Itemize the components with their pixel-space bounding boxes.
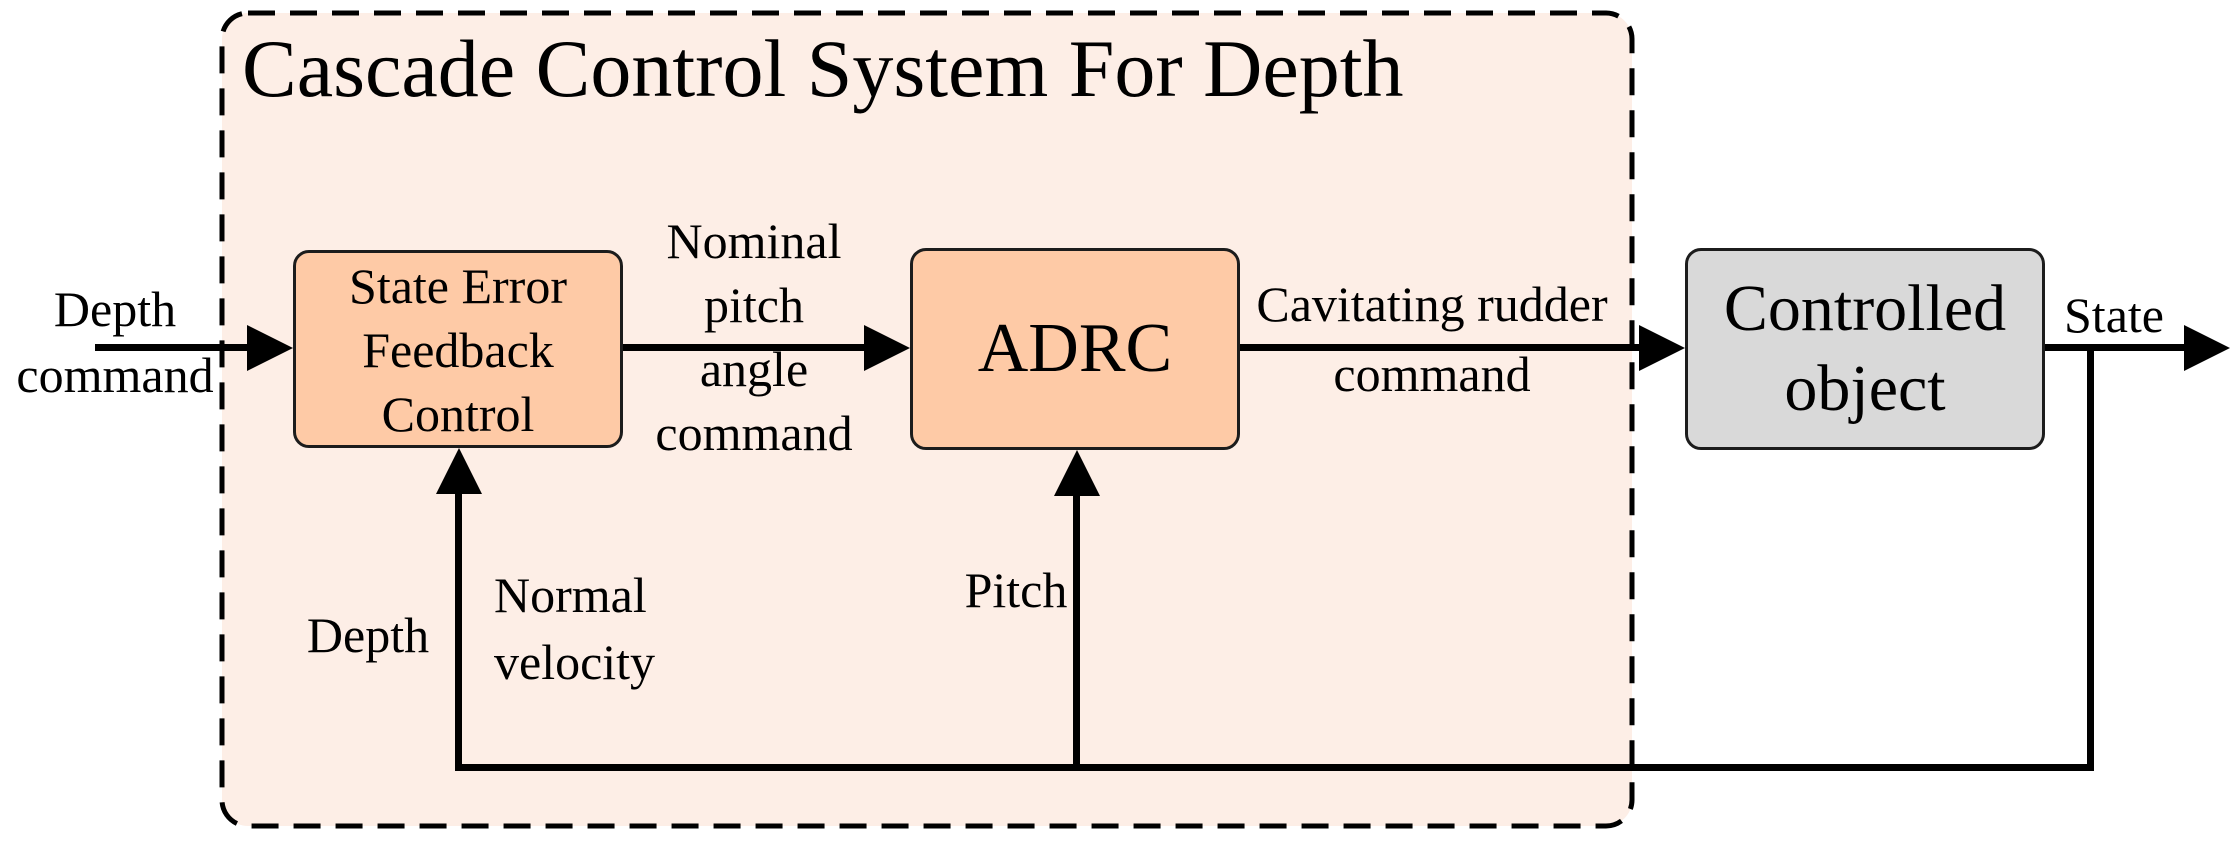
- depth-command-label-line: command: [16, 347, 214, 403]
- controlled-object-label-line: object: [1784, 352, 1946, 425]
- feedback-bottom-line: [455, 764, 2094, 771]
- cavitating-rudder-command-label: Cavitating rudder command: [1242, 269, 1622, 409]
- feedback-to-sefc-line: [455, 490, 462, 771]
- pitch-label: Pitch: [964, 562, 1068, 618]
- adrc-to-plant-arrowhead-icon: [1639, 325, 1685, 371]
- state-output-arrow-line: [2045, 344, 2186, 351]
- sefc-block-label-line: State Error: [349, 258, 567, 314]
- normal-velocity-label-line: Normal: [494, 567, 647, 623]
- nominal-pitch-label-line: angle: [699, 341, 809, 397]
- controlled-object-block: Controlled object: [1685, 248, 2045, 450]
- feedback-to-adrc-line: [1073, 492, 1080, 771]
- feedback-to-adrc-arrowhead-icon: [1054, 450, 1100, 496]
- state-label: State: [2064, 287, 2164, 343]
- nominal-pitch-label-line: pitch: [704, 277, 804, 333]
- sefc-block-label-line: Control: [381, 386, 535, 442]
- depth-command-label: Depth command: [0, 276, 230, 408]
- depth-command-label-line: Depth: [53, 281, 177, 337]
- feedback-to-sefc-arrowhead-icon: [436, 448, 482, 494]
- nominal-pitch-angle-command-label: Nominal pitch angle command: [639, 209, 869, 465]
- state-feedback-drop-line: [2087, 344, 2094, 771]
- depth-feedback-label: Depth: [306, 607, 430, 663]
- sefc-to-adrc-arrowhead-icon: [864, 325, 910, 371]
- depth-command-arrowhead-icon: [247, 325, 293, 371]
- adrc-to-plant-arrow-line: [1240, 344, 1641, 351]
- nominal-pitch-label-line: Nominal: [666, 213, 842, 269]
- state-output-arrowhead-icon: [2184, 325, 2230, 371]
- normal-velocity-label-line: velocity: [494, 634, 656, 690]
- cavitating-rudder-label-line: command: [1333, 346, 1531, 402]
- depth-command-arrow-line: [95, 344, 252, 351]
- adrc-block: ADRC: [910, 248, 1240, 450]
- adrc-block-label: ADRC: [977, 310, 1173, 387]
- controlled-object-label-line: Controlled: [1723, 272, 2007, 345]
- panel-title: Cascade Control System For Depth: [242, 23, 1404, 114]
- normal-velocity-label: Normal velocity: [494, 562, 734, 696]
- nominal-pitch-label-line: command: [655, 405, 853, 461]
- cavitating-rudder-label-line: Cavitating rudder: [1256, 276, 1608, 332]
- state-error-feedback-control-block: State Error Feedback Control: [293, 250, 623, 448]
- sefc-block-label-line: Feedback: [362, 322, 554, 378]
- sefc-to-adrc-arrow-line: [623, 344, 866, 351]
